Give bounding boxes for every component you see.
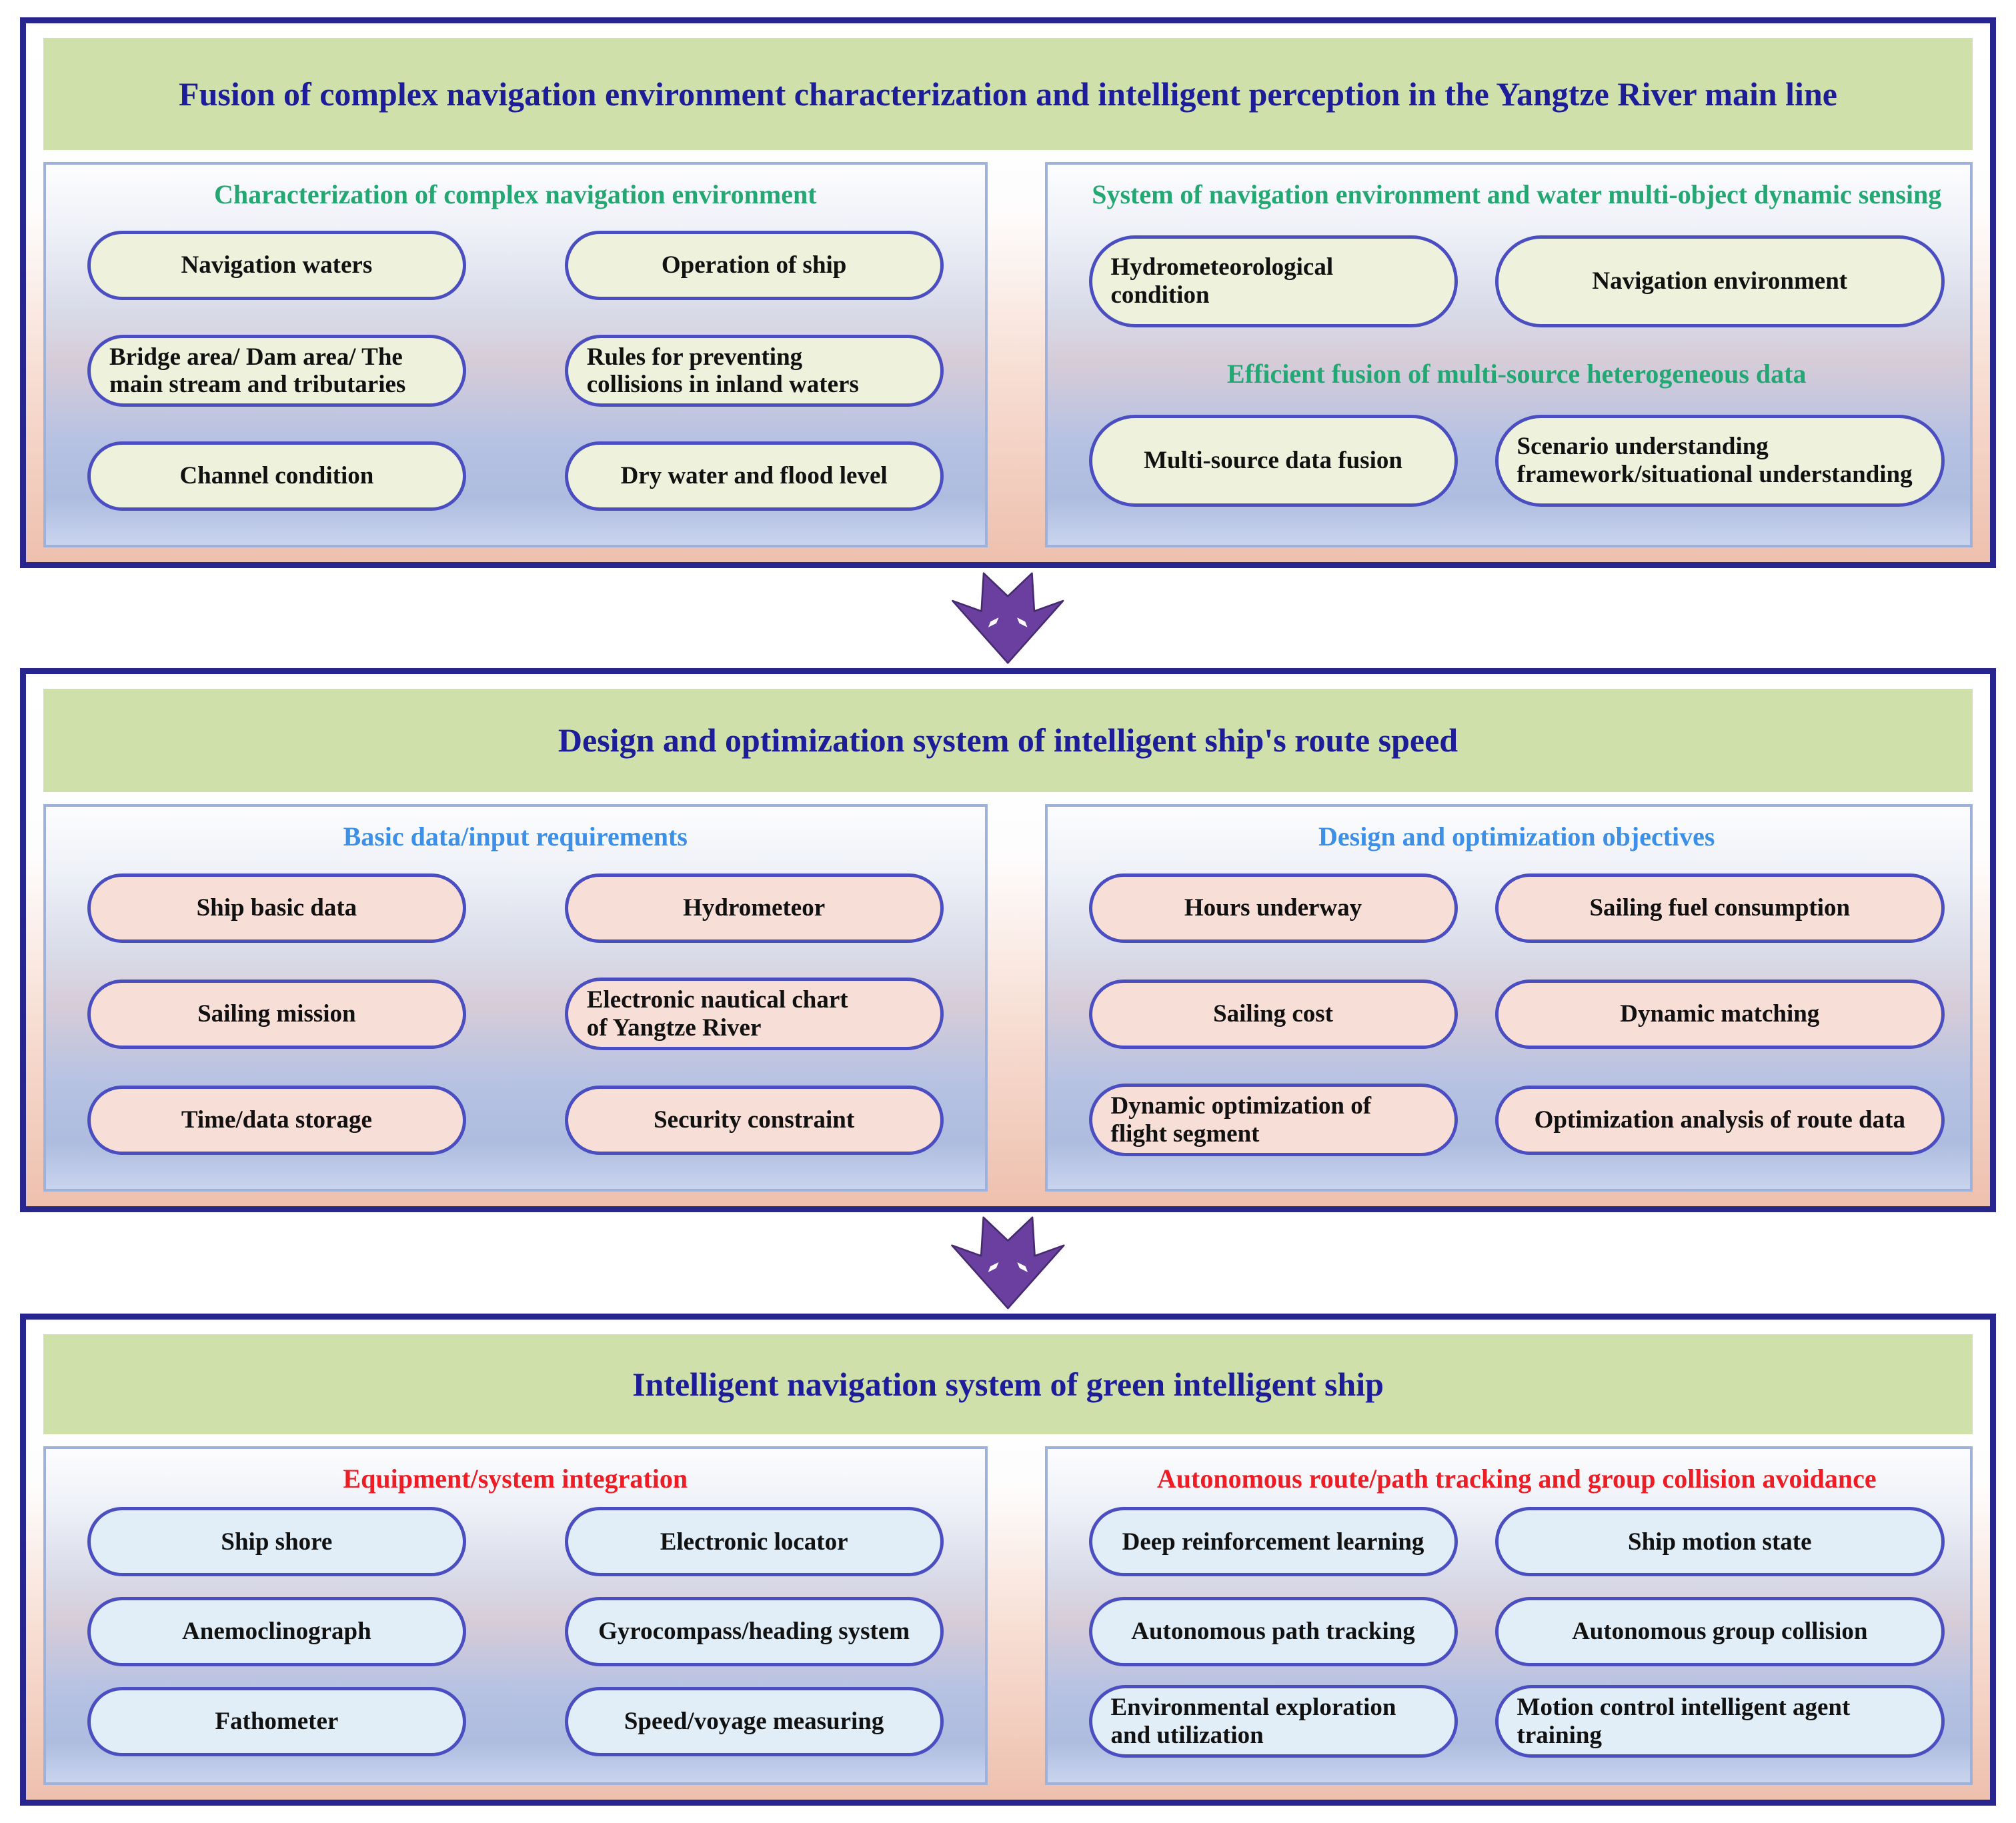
pill: Ship shore <box>87 1507 466 1577</box>
panel-heading: Basic data/input requirements <box>343 821 688 851</box>
pill-grid: Ship shore Electronic locator Anemoclino… <box>87 1497 944 1766</box>
pill: Autonomous path tracking <box>1088 1596 1458 1666</box>
pill-grid: Deep reinforcement learning Ship motion … <box>1088 1497 1945 1766</box>
pill: Optimization analysis of route data <box>1494 1085 1945 1155</box>
down-arrow-icon <box>952 572 1064 664</box>
section-title-band: Fusion of complex navigation environment… <box>43 38 1973 150</box>
panel-objectives: Design and optimization objectives Hours… <box>1044 804 1973 1192</box>
pill: Bridge area/ Dam area/ The main stream a… <box>87 334 466 407</box>
panels-row: Characterization of complex navigation e… <box>43 162 1973 547</box>
panel-subheading: Efficient fusion of multi-source heterog… <box>1227 359 1807 389</box>
panel-autonomous-tracking: Autonomous route/path tracking and group… <box>1044 1446 1973 1785</box>
section-title: Design and optimization system of intell… <box>558 721 1458 759</box>
pill: Hydrometeorological condition <box>1088 235 1458 327</box>
section-title-band: Design and optimization system of intell… <box>43 689 1973 792</box>
section-title: Intelligent navigation system of green i… <box>632 1365 1384 1403</box>
section-route-optimization: Design and optimization system of intell… <box>20 668 1996 1212</box>
pill: Time/data storage <box>87 1085 466 1155</box>
pill-grid: Navigation waters Operation of ship Brid… <box>87 213 944 529</box>
panel-heading: Design and optimization objectives <box>1318 821 1715 851</box>
pill: Speed/voyage measuring <box>564 1686 944 1756</box>
pill: Anemoclinograph <box>87 1596 466 1666</box>
section-title-band: Intelligent navigation system of green i… <box>43 1334 1973 1434</box>
pill: Ship basic data <box>87 873 466 943</box>
pill: Hours underway <box>1088 873 1458 943</box>
pill: Multi-source data fusion <box>1088 414 1458 507</box>
pill: Channel condition <box>87 441 466 511</box>
pill-grid: Ship basic data Hydrometeor Sailing miss… <box>87 855 944 1173</box>
pill-grid: Hydrometeorological condition Navigation… <box>1088 213 1945 349</box>
pill: Electronic nautical chart of Yangtze Riv… <box>564 978 944 1050</box>
pill: Environmental exploration and utilizatio… <box>1088 1685 1458 1758</box>
pill: Ship motion state <box>1494 1507 1945 1577</box>
pill: Dynamic matching <box>1494 979 1945 1049</box>
pill: Fathometer <box>87 1686 466 1756</box>
panel-heading: Equipment/system integration <box>343 1464 688 1494</box>
panel-dynamic-sensing: System of navigation environment and wat… <box>1044 162 1973 547</box>
pill: Scenario understanding framework/situati… <box>1494 414 1945 507</box>
pill: Navigation environment <box>1494 235 1945 327</box>
pill: Dynamic optimization of flight segment <box>1088 1084 1458 1156</box>
panel-equipment-integration: Equipment/system integration Ship shore … <box>43 1446 988 1785</box>
pill-grid: Multi-source data fusion Scenario unders… <box>1088 392 1945 529</box>
pill: Security constraint <box>564 1085 944 1155</box>
section-perception: Fusion of complex navigation environment… <box>20 17 1996 568</box>
down-arrow-icon <box>951 1216 1065 1310</box>
pill: Dry water and flood level <box>564 441 944 511</box>
pill: Electronic locator <box>564 1507 944 1577</box>
pill: Sailing fuel consumption <box>1494 873 1945 943</box>
pill: Operation of ship <box>564 231 944 300</box>
panel-characterization: Characterization of complex navigation e… <box>43 162 988 547</box>
pill-grid: Hours underway Sailing fuel consumption … <box>1088 855 1945 1173</box>
panel-basic-data: Basic data/input requirements Ship basic… <box>43 804 988 1192</box>
pill: Navigation waters <box>87 231 466 300</box>
pill: Autonomous group collision <box>1494 1596 1945 1666</box>
section-title: Fusion of complex navigation environment… <box>179 75 1837 113</box>
flow-connector <box>20 568 1996 668</box>
pill: Deep reinforcement learning <box>1088 1507 1458 1577</box>
pill: Rules for preventing collisions in inlan… <box>564 334 944 407</box>
pill: Hydrometeor <box>564 873 944 943</box>
panel-heading: System of navigation environment and wat… <box>1092 179 1942 209</box>
pill: Sailing cost <box>1088 979 1458 1049</box>
panel-heading: Characterization of complex navigation e… <box>213 179 817 209</box>
pill: Sailing mission <box>87 979 466 1049</box>
flow-connector <box>20 1212 1996 1314</box>
panel-heading: Autonomous route/path tracking and group… <box>1156 1464 1877 1494</box>
panels-row: Equipment/system integration Ship shore … <box>43 1446 1973 1785</box>
section-intelligent-navigation: Intelligent navigation system of green i… <box>20 1314 1996 1806</box>
pill: Motion control intelligent agent trainin… <box>1494 1685 1945 1758</box>
pill: Gyrocompass/heading system <box>564 1596 944 1666</box>
panels-row: Basic data/input requirements Ship basic… <box>43 804 1973 1192</box>
